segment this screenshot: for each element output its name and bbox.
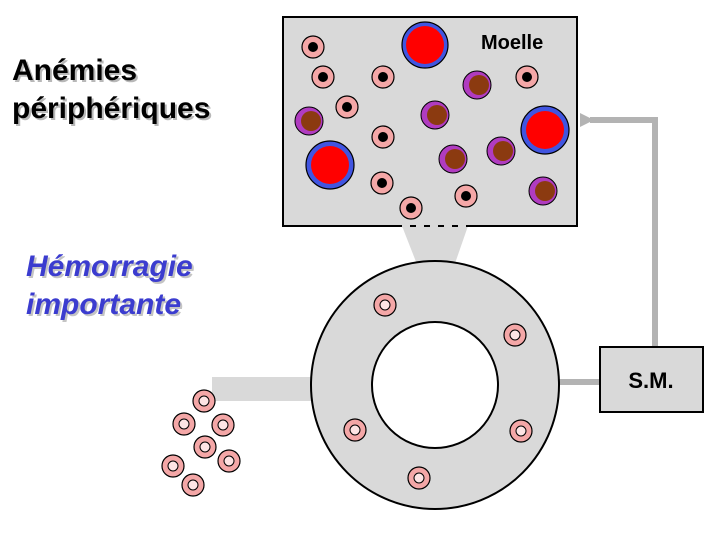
blast-cell	[520, 105, 570, 155]
erythroblast-cell	[454, 184, 478, 208]
marrow-outflow-funnel	[402, 226, 468, 272]
marrow-label: Moelle	[481, 32, 543, 54]
myelocyte-cell	[294, 106, 324, 136]
ring-to-sm-link	[556, 379, 602, 385]
regulator-box	[599, 346, 704, 413]
subtitle-line-2: importante	[26, 288, 182, 321]
red-blood-cell	[343, 418, 367, 442]
slide-subtitle: Hémorragie importante	[26, 248, 193, 324]
erythroblast-cell	[370, 171, 394, 195]
erythroblast-cell	[371, 65, 395, 89]
title-line-2: périphériques	[12, 92, 211, 125]
lost-red-blood-cell	[217, 449, 241, 473]
myelocyte-cell	[438, 144, 468, 174]
cells	[161, 21, 570, 497]
lost-red-blood-cell	[161, 454, 185, 478]
title-line-1: Anémies	[12, 54, 138, 87]
erythroblast-cell	[335, 95, 359, 119]
subtitle-line-1: Hémorragie	[26, 250, 193, 283]
erythroblast-cell	[515, 65, 539, 89]
myelocyte-cell	[486, 136, 516, 166]
lost-red-blood-cell	[211, 413, 235, 437]
myelocyte-cell	[420, 100, 450, 130]
feedback-arrow	[580, 113, 658, 346]
slide-title: Anémies périphériques	[12, 52, 210, 128]
red-blood-cell	[407, 466, 431, 490]
lost-red-blood-cell	[192, 389, 216, 413]
lost-red-blood-cell	[193, 435, 217, 459]
blast-cell	[305, 140, 355, 190]
lost-red-blood-cell	[172, 412, 196, 436]
bleeding-outlet	[212, 377, 320, 401]
lost-red-blood-cell	[181, 473, 205, 497]
erythroblast-cell	[399, 196, 423, 220]
red-blood-cell	[373, 293, 397, 317]
myelocyte-cell	[462, 70, 492, 100]
red-blood-cell	[509, 419, 533, 443]
regulator-label: S.M.	[628, 368, 673, 393]
erythroblast-cell	[311, 65, 335, 89]
erythroblast-cell	[301, 35, 325, 59]
myelocyte-cell	[528, 176, 558, 206]
circulation-ring	[310, 260, 560, 510]
erythroblast-cell	[371, 125, 395, 149]
blast-cell	[401, 21, 449, 69]
red-blood-cell	[503, 323, 527, 347]
